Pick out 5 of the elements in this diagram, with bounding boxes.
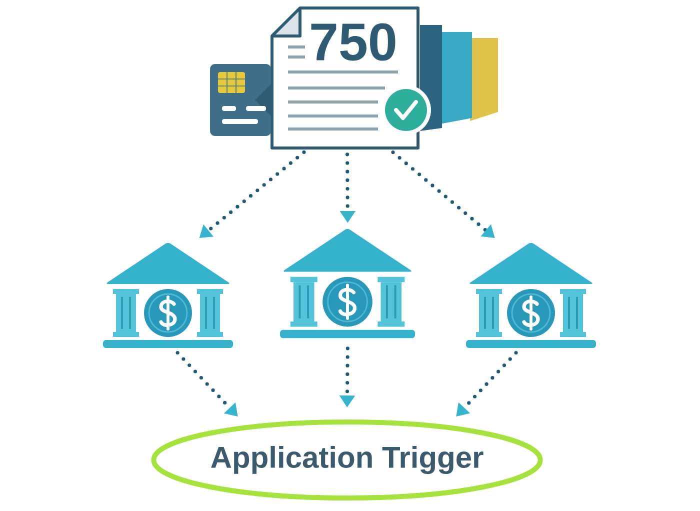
bank-icon — [466, 242, 596, 348]
bank-icon — [280, 229, 415, 338]
score-document: 750 — [270, 6, 420, 150]
node-label: 750 — [311, 23, 396, 61]
bank-icon — [103, 242, 233, 348]
